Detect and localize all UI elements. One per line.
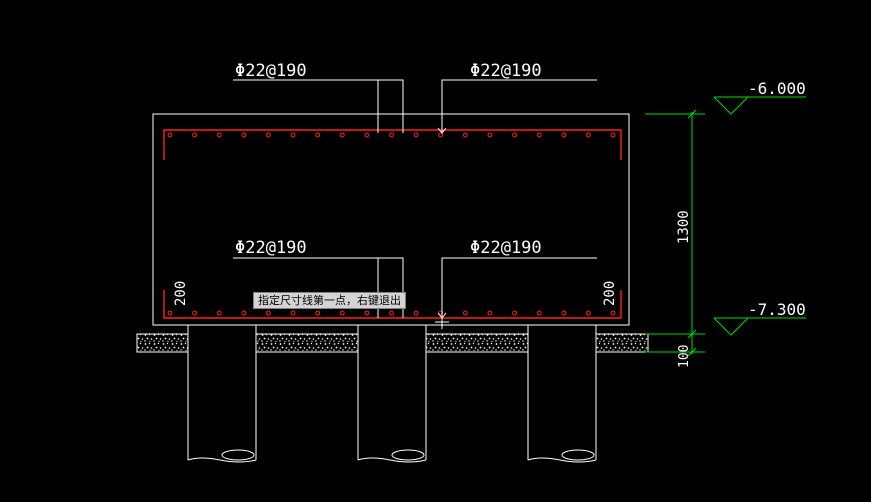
rebar-dot <box>216 310 222 316</box>
rebar-dot <box>561 132 567 138</box>
rebar-dot <box>192 132 198 138</box>
rebar-dot <box>364 310 370 316</box>
rebar-dot <box>216 132 222 138</box>
rebar-dot <box>266 132 271 138</box>
top-rebar-line <box>163 129 622 160</box>
rebar-dot <box>389 132 394 138</box>
rebar-dot <box>290 132 296 138</box>
rebar-dot <box>339 132 345 138</box>
dimension-cushion: 100 <box>677 345 692 368</box>
rebar-label-bottom-left: Φ22@190 <box>235 238 307 258</box>
elevation-marker-bottom <box>713 317 806 336</box>
rebar-dot <box>536 310 542 316</box>
elevation-label-bottom: -7.300 <box>748 300 806 319</box>
pile-middle <box>357 325 427 463</box>
rebar-dot <box>241 132 247 138</box>
rebar-dot <box>512 310 517 316</box>
bottom-rebar-line <box>163 290 622 319</box>
top-rebar-dots <box>167 132 616 138</box>
rebar-dot <box>413 310 419 316</box>
elevation-marker-top <box>713 96 806 115</box>
rebar-dot <box>487 132 493 138</box>
rebar-dot <box>389 310 394 316</box>
rebar-dot <box>586 132 591 138</box>
rebar-dot <box>167 310 173 316</box>
rebar-cage <box>163 129 622 319</box>
rebar-dot <box>462 132 468 138</box>
rebar-dot <box>413 132 419 138</box>
rebar-dot <box>462 310 468 316</box>
rebar-label-top-right: Φ22@190 <box>470 61 542 81</box>
rebar-dot <box>339 310 345 316</box>
rebar-dot <box>315 310 321 316</box>
rebar-dot <box>610 310 616 316</box>
rebar-dot <box>586 310 591 316</box>
rebar-dot <box>438 310 444 316</box>
pile-cap-outline <box>152 113 630 326</box>
pile-right <box>527 325 597 463</box>
cover-dim-right: 200 <box>602 281 618 306</box>
bottom-rebar-dots <box>167 310 616 316</box>
rebar-dot <box>536 132 542 138</box>
rebar-dot <box>290 310 296 316</box>
rebar-dot <box>487 310 493 316</box>
rebar-label-bottom-right: Φ22@190 <box>470 238 542 258</box>
rebar-label-top-left: Φ22@190 <box>235 61 307 81</box>
rebar-dot <box>512 132 517 138</box>
rebar-dot <box>167 132 173 138</box>
elevation-label-top: -6.000 <box>748 79 806 98</box>
rebar-dot <box>241 310 247 316</box>
rebar-dot <box>610 132 616 138</box>
rebar-dot <box>364 132 370 138</box>
dimension-height: 1300 <box>676 210 692 244</box>
vertical-dimension <box>645 109 705 357</box>
rebar-dot <box>266 310 271 316</box>
piles <box>187 325 597 463</box>
command-prompt-tooltip: 指定尺寸线第一点，右键退出 <box>253 292 406 309</box>
rebar-dot <box>315 132 321 138</box>
rebar-dot <box>192 310 198 316</box>
pile-left <box>187 325 257 463</box>
cover-dim-left: 200 <box>173 281 189 306</box>
rebar-dot <box>438 132 444 138</box>
crosshair-cursor <box>435 315 449 329</box>
rebar-dot <box>561 310 567 316</box>
